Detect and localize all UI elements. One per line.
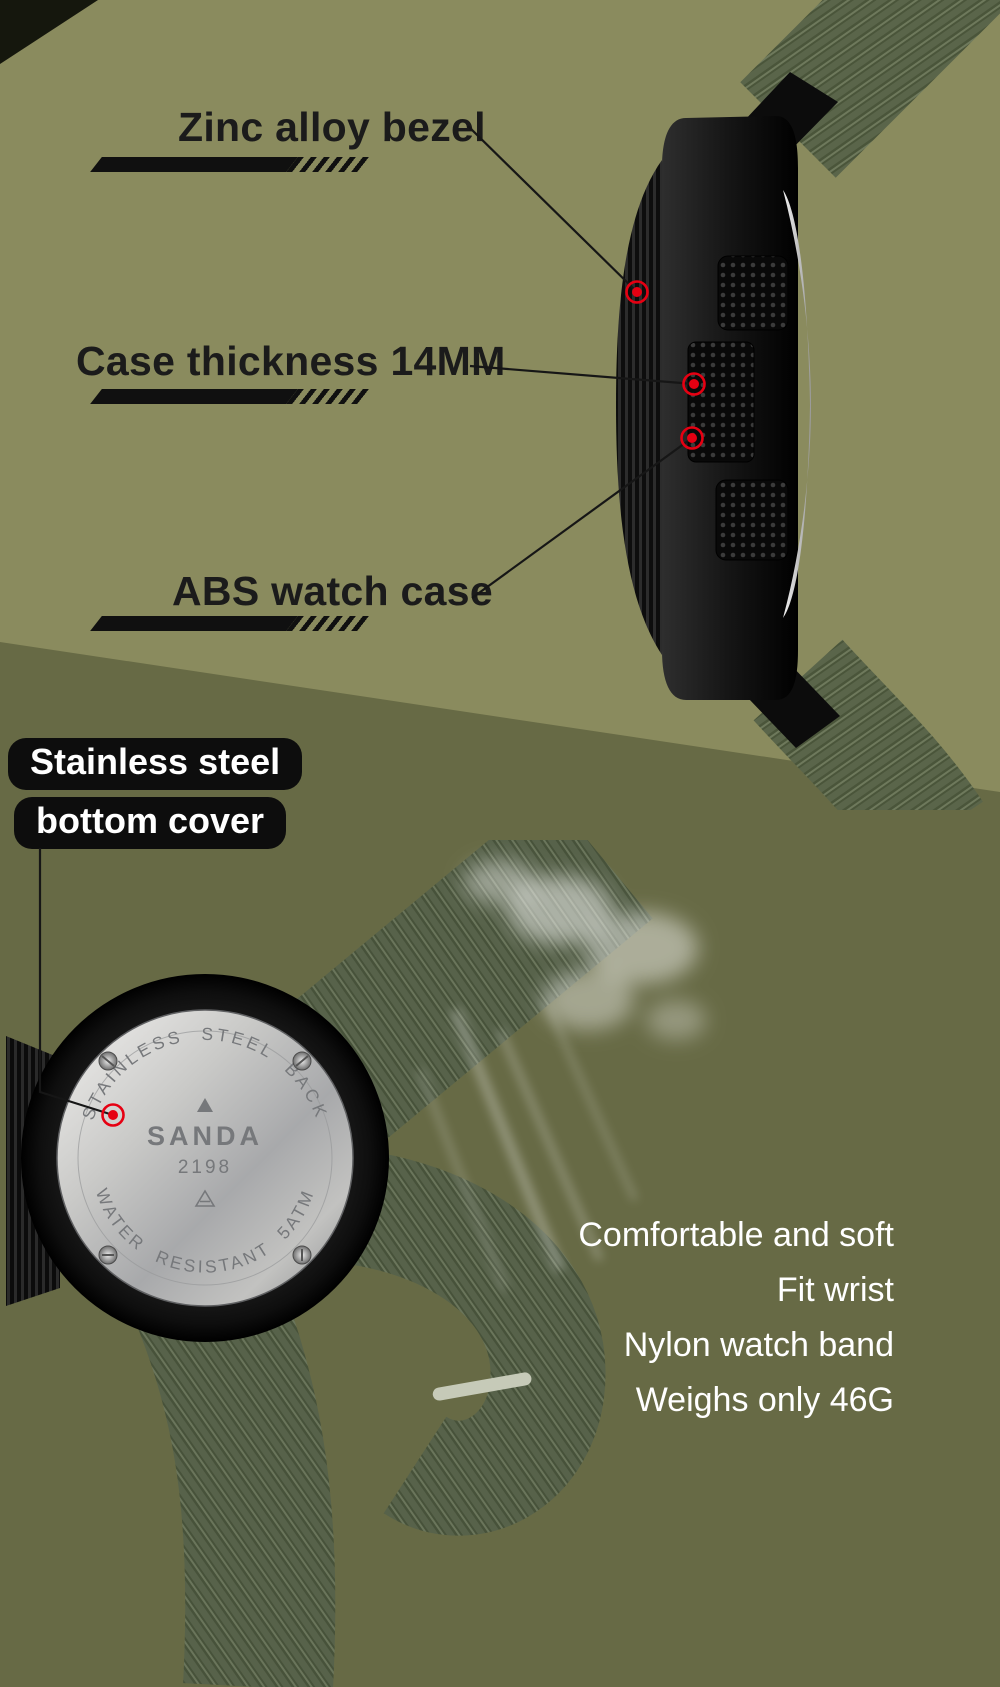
callout-underline-bar-case — [90, 616, 298, 631]
side-button-upper — [717, 255, 789, 331]
feature-line-comfort: Comfortable and soft — [578, 1216, 894, 1254]
strap-sheen — [417, 998, 638, 1292]
steel-back-plate — [56, 1009, 354, 1307]
callout-label-thickness: Case thickness 14MM — [76, 338, 506, 384]
watch-case-side — [616, 72, 840, 748]
caseback-model-text: 2198 — [178, 1157, 232, 1178]
callout-label-case: ABS watch case — [172, 568, 493, 614]
corner-wedge-decoration — [0, 0, 98, 64]
steam-puffs — [464, 860, 706, 1040]
strap-pin — [432, 1372, 532, 1401]
feature-list: Comfortable and soft Fit wrist Nylon wat… — [578, 1208, 894, 1428]
watch-caseback: STAINLESS STEEL BACK WATER RESISTANT 5AT… — [6, 974, 389, 1342]
feature-line-weight: Weighs only 46G — [635, 1381, 894, 1419]
caseback-brand-text: SANDA — [147, 1121, 263, 1151]
callout-underline-bar-thickness — [90, 389, 298, 404]
brand-logo-mark-icon — [197, 1098, 213, 1112]
caseback-emblem-icon — [194, 1189, 216, 1207]
pill-stainless-steel: Stainless steel — [8, 738, 303, 790]
ribbed-bezel-edge — [616, 160, 662, 655]
feature-line-fit: Fit wrist — [776, 1271, 894, 1309]
glass-edge — [783, 190, 811, 618]
callout-label-bezel: Zinc alloy bezel — [178, 104, 486, 150]
feature-line-band: Nylon watch band — [623, 1326, 894, 1364]
side-grip-band — [687, 341, 755, 463]
pill-bottom-cover: bottom cover — [14, 797, 287, 849]
callout-underline-bar-bezel — [90, 157, 298, 172]
side-button-lower — [715, 479, 789, 561]
watch-side-photo — [616, 0, 1000, 810]
